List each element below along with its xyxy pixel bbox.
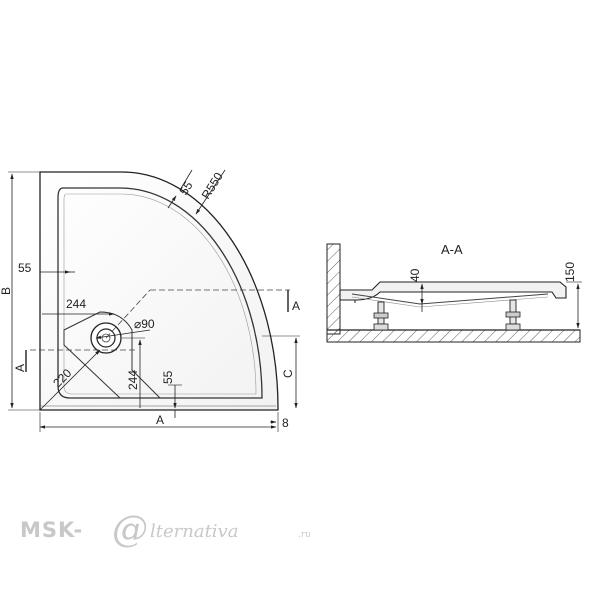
dim-220-line: [39, 349, 101, 411]
dim-150: 150: [563, 262, 577, 282]
svg-text:MSK-: MSK-: [20, 518, 83, 542]
dim-a-left: A: [13, 364, 27, 372]
watermark-logo: MSK- @ lternativa .ru: [20, 509, 311, 550]
svg-text:lternativa: lternativa: [150, 521, 238, 542]
dim-8: 8: [282, 416, 289, 430]
dim-55-left: 55: [18, 261, 32, 275]
dim-244-horizontal: 244: [66, 297, 86, 311]
dim-a-bottom: A: [156, 413, 164, 427]
wall: [326, 243, 341, 335]
tray-inner-basin: [57, 187, 263, 399]
section-view: A-A 40 150: [326, 242, 582, 343]
leg-left: [373, 301, 389, 331]
dim-diameter-90: ⌀90: [134, 317, 155, 331]
dim-55-bottom: 55: [161, 370, 175, 384]
leg-right: [505, 299, 521, 331]
dim-40: 40: [408, 268, 422, 282]
floor: [326, 329, 581, 343]
section-title: A-A: [441, 242, 463, 257]
svg-text:@: @: [112, 509, 148, 550]
plan-view: A B 55 244 ⌀90 220 244 55 A: [0, 170, 300, 432]
section-marker-right: A: [292, 299, 300, 313]
drain-recess: [63, 311, 162, 399]
dim-244-vertical: 244: [126, 370, 140, 390]
dim-c-label: C: [281, 369, 295, 378]
svg-text:.ru: .ru: [298, 530, 311, 540]
dim-b-label: B: [0, 287, 13, 295]
tray-section-profile: [339, 281, 567, 301]
